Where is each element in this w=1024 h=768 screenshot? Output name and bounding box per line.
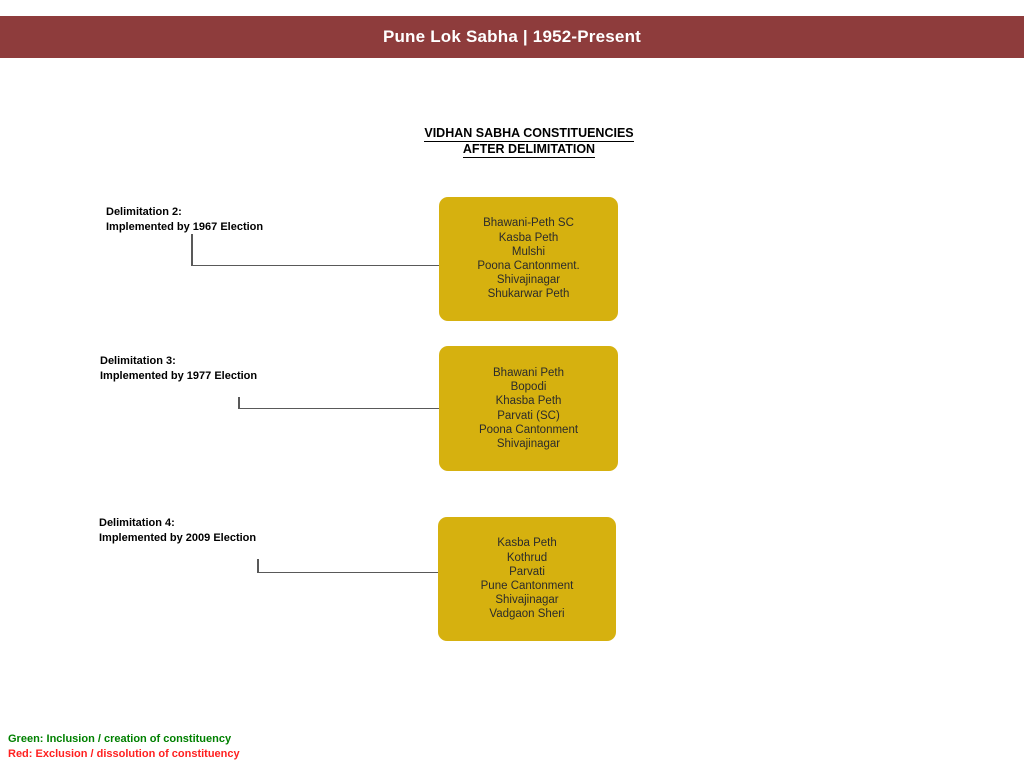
delimitation-label-2-title: Delimitation 2: [106, 206, 182, 218]
constituency-box-delimitation-2: Bhawani-Peth SC Kasba Peth Mulshi Poona … [439, 197, 618, 321]
constituency-box-delimitation-4: Kasba Peth Kothrud Parvati Pune Cantonme… [438, 517, 616, 641]
delimitation-label-3-subtitle: Implemented by 1977 Election [100, 369, 258, 382]
constituency-item: Parvati [509, 565, 545, 578]
column-heading: VIDHAN SABHA CONSTITUENCIES AFTER DELIMI… [379, 126, 679, 158]
column-heading-line1: VIDHAN SABHA CONSTITUENCIES [424, 126, 634, 142]
delimitation-label-2: Delimitation 2: Implemented by 1967 Elec… [106, 205, 263, 234]
page-title: Pune Lok Sabha | 1952-Present [382, 27, 642, 46]
constituency-item: Khasba Peth [495, 395, 562, 408]
constituency-item: Kasba Peth [498, 231, 559, 244]
legend: Green: Inclusion / creation of constitue… [8, 732, 240, 762]
constituency-item: Poona Cantonment. [477, 260, 580, 272]
constituency-item: Pune Cantonment [480, 580, 574, 592]
connector-horizontal-4 [257, 571, 439, 573]
constituency-item: Vadgaon Sheri [489, 608, 565, 621]
delimitation-label-4-subtitle: Implemented by 2009 Election [99, 531, 257, 544]
constituency-item: Shukarwar Peth [487, 288, 570, 301]
constituency-item: Shivajinagar [496, 274, 561, 287]
connector-elbow-3 [238, 397, 440, 409]
connector-elbow-2 [191, 234, 441, 266]
delimitation-label-4: Delimitation 4: Implemented by 2009 Elec… [99, 516, 256, 545]
legend-exclusion: Red: Exclusion / dissolution of constitu… [8, 748, 240, 760]
delimitation-label-2-subtitle: Implemented by 1967 Election [106, 220, 264, 233]
constituency-item: Kasba Peth [497, 537, 557, 550]
legend-inclusion: Green: Inclusion / creation of constitue… [8, 733, 232, 745]
connector-horizontal-3 [238, 407, 440, 409]
constituency-item: Parvati (SC) [497, 409, 560, 422]
constituency-item: Shivajinagar [495, 594, 559, 607]
constituency-item: Poona Cantonment [478, 423, 579, 436]
connector-elbow-4 [257, 559, 439, 573]
column-heading-line2: AFTER DELIMITATION [462, 142, 596, 158]
connector-horizontal-2 [191, 264, 441, 266]
header-bar: Pune Lok Sabha | 1952-Present [0, 16, 1024, 58]
constituency-item: Mulshi [511, 245, 546, 258]
constituency-item: Bhawani Peth [493, 366, 564, 379]
connector-vertical-4 [257, 559, 259, 573]
constituency-box-delimitation-3: Bhawani Peth Bopodi Khasba Peth Parvati … [439, 346, 618, 471]
connector-vertical-3 [238, 397, 240, 409]
delimitation-label-3: Delimitation 3: Implemented by 1977 Elec… [100, 354, 257, 383]
constituency-item: Bhawani-Peth SC [483, 217, 574, 230]
constituency-item: Kothrud [506, 551, 548, 564]
constituency-item: Bopodi [510, 381, 547, 394]
delimitation-label-3-title: Delimitation 3: [100, 355, 176, 367]
delimitation-label-4-title: Delimitation 4: [99, 517, 175, 529]
connector-vertical-2 [191, 234, 193, 266]
constituency-item: Shivajinagar [496, 437, 561, 450]
